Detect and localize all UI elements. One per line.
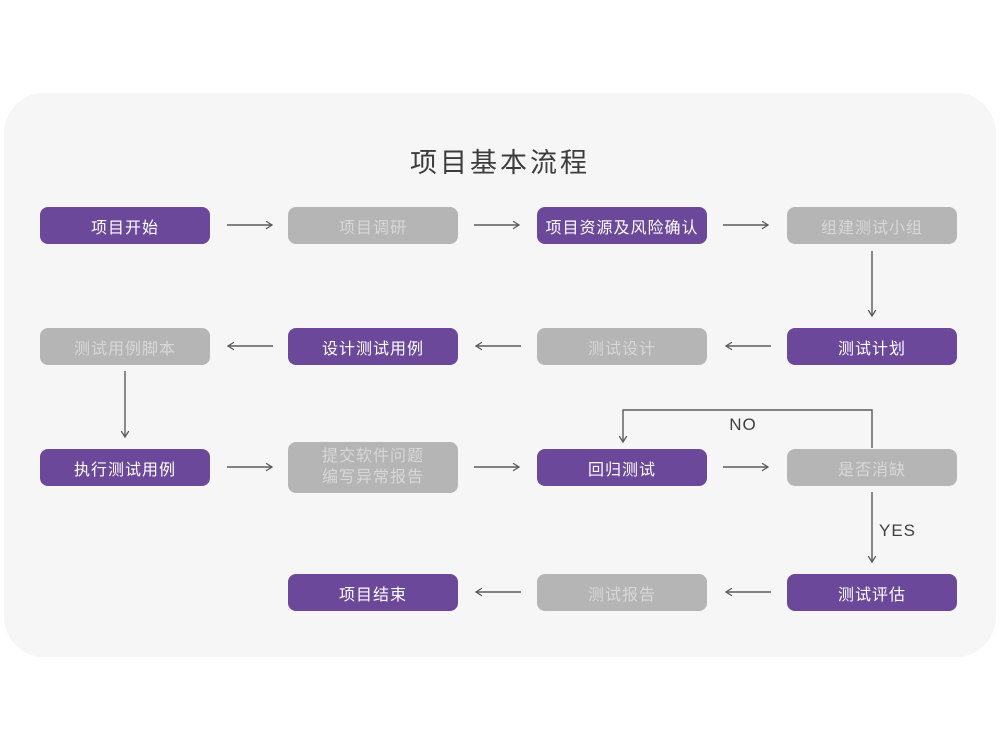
node-label: 测试评估 bbox=[837, 586, 906, 604]
no-branch-label: NO bbox=[729, 415, 757, 434]
arrow-no-loop bbox=[618, 409, 873, 448]
node-label: 测试设计 bbox=[587, 340, 656, 358]
node-label: 项目开始 bbox=[90, 219, 159, 237]
diagram-title: 项目基本流程 bbox=[410, 148, 590, 178]
node-test-design: 测试设计 bbox=[537, 328, 707, 365]
node-test-plan: 测试计划 bbox=[787, 328, 957, 365]
node-regression-test: 回归测试 bbox=[537, 449, 707, 486]
node-label: 项目调研 bbox=[338, 219, 407, 237]
node-label: 回归测试 bbox=[587, 461, 656, 479]
node-defect-cleared-decision: 是否消缺 bbox=[787, 449, 957, 486]
flowchart-card bbox=[4, 93, 996, 657]
node-test-evaluation: 测试评估 bbox=[787, 574, 957, 611]
node-label: 组建测试小组 bbox=[820, 219, 923, 237]
node-label: 设计测试用例 bbox=[321, 340, 424, 358]
node-label-line1: 提交软件问题 bbox=[321, 447, 424, 465]
node-project-end: 项目结束 bbox=[288, 574, 458, 611]
node-label-line2: 编写异常报告 bbox=[321, 468, 424, 486]
node-label: 是否消缺 bbox=[837, 461, 906, 479]
node-label: 执行测试用例 bbox=[73, 461, 176, 479]
node-submit-issues-report: 提交软件问题 编写异常报告 bbox=[288, 442, 458, 493]
node-label: 测试报告 bbox=[587, 586, 656, 604]
node-build-test-team: 组建测试小组 bbox=[787, 207, 957, 244]
node-test-report: 测试报告 bbox=[537, 574, 707, 611]
node-label: 测试用例脚本 bbox=[73, 340, 176, 358]
node-label: 项目资源及风险确认 bbox=[545, 219, 699, 237]
node-label: 测试计划 bbox=[837, 340, 906, 358]
node-resources-risk-confirm: 项目资源及风险确认 bbox=[537, 207, 707, 244]
node-label: 项目结束 bbox=[338, 586, 407, 604]
yes-branch-label: YES bbox=[879, 521, 917, 540]
node-test-case-script: 测试用例脚本 bbox=[40, 328, 210, 365]
node-project-research: 项目调研 bbox=[288, 207, 458, 244]
node-execute-test-case: 执行测试用例 bbox=[40, 449, 210, 486]
node-project-start: 项目开始 bbox=[40, 207, 210, 244]
node-design-test-case: 设计测试用例 bbox=[288, 328, 458, 365]
